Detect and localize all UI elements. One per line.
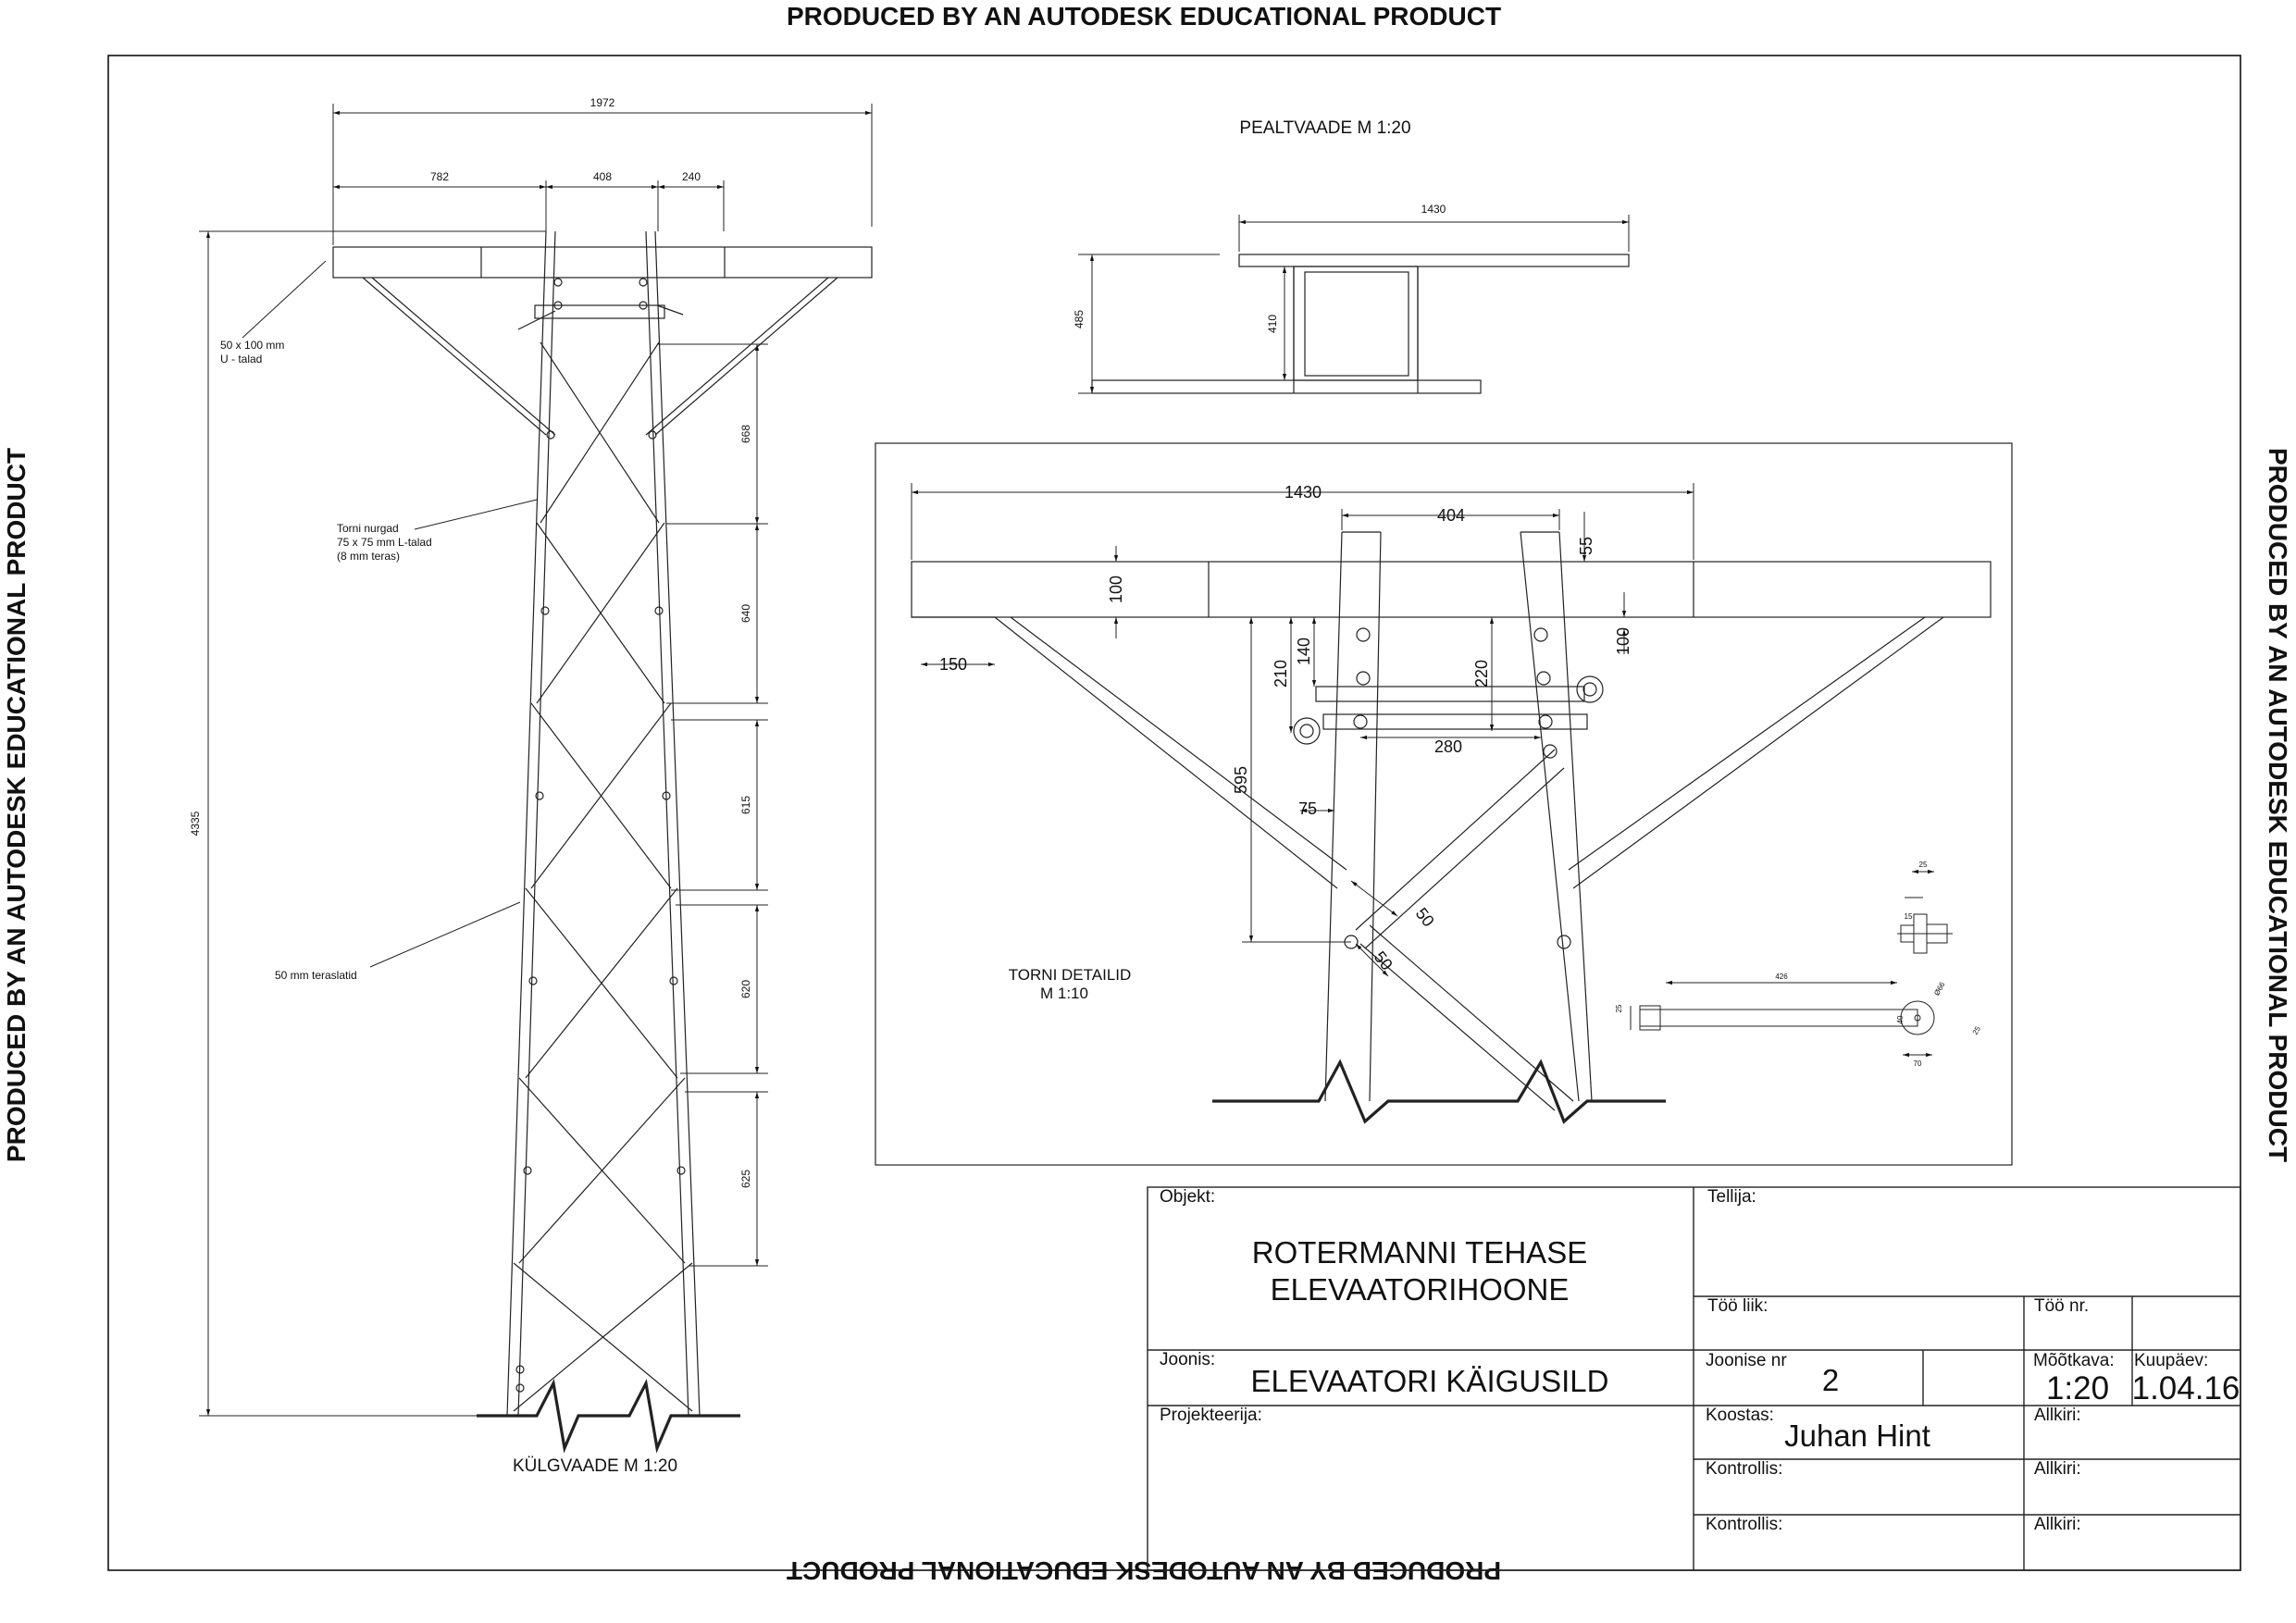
joonise-nr-label: Joonise nr bbox=[1706, 1351, 1787, 1370]
too-nr-label: Töö nr. bbox=[2034, 1296, 2089, 1316]
dim-50-a: 50 bbox=[1412, 904, 1438, 930]
mootkava-label: Mõõtkava: bbox=[2033, 1351, 2115, 1370]
side-view-dimensions bbox=[199, 104, 873, 1417]
dim-404: 404 bbox=[1437, 506, 1465, 525]
top-view-dimensions bbox=[1078, 215, 1630, 394]
bolt-dim-25a: 25 bbox=[1919, 861, 1928, 869]
objekt-line-2: ELEVAATORIHOONE bbox=[1271, 1272, 1570, 1307]
dim-50-b: 50 bbox=[1371, 948, 1396, 973]
allkiri-3-label: Allkiri: bbox=[2034, 1515, 2081, 1534]
note-beam-2: U - talad bbox=[220, 353, 262, 365]
allkiri-2-label: Allkiri: bbox=[2034, 1459, 2081, 1479]
dim-220: 220 bbox=[1472, 660, 1491, 688]
detail-view bbox=[911, 531, 1992, 1124]
joonis-value: ELEVAATORI KÄIGUSILD bbox=[1251, 1364, 1609, 1398]
detail-labels: 1430 404 55 100 100 150 210 140 220 280 … bbox=[939, 483, 1632, 1002]
side-bolt-holes bbox=[515, 278, 686, 1393]
watermark-left: PRODUCED BY AN AUTODESK EDUCATIONAL PROD… bbox=[2, 448, 31, 1162]
dim-100-right: 100 bbox=[1614, 627, 1632, 655]
allkiri-1-label: Allkiri: bbox=[2034, 1406, 2081, 1425]
too-liik-label: Töö liik: bbox=[1707, 1296, 1768, 1316]
dim-485: 485 bbox=[1073, 310, 1086, 328]
objekt-line-1: ROTERMANNI TEHASE bbox=[1252, 1235, 1587, 1270]
dim-280: 280 bbox=[1434, 737, 1462, 756]
joonis-label: Joonis: bbox=[1160, 1350, 1215, 1369]
joonise-nr-value: 2 bbox=[1822, 1363, 1839, 1397]
title-block-text: Objekt: ROTERMANNI TEHASE ELEVAATORIHOON… bbox=[1160, 1187, 2240, 1534]
bolt-rod bbox=[1639, 1009, 1918, 1027]
title-block bbox=[1147, 1186, 2241, 1571]
detail-leg-right bbox=[1520, 531, 1580, 1102]
detail-deck-beam bbox=[911, 561, 1992, 618]
koostas-label: Koostas: bbox=[1706, 1406, 1774, 1425]
bolt-dim-15: 15 bbox=[1905, 912, 1913, 921]
dim-1430-top: 1430 bbox=[1421, 203, 1446, 216]
detail-title-1: TORNI DETAILID bbox=[1009, 966, 1132, 984]
side-deck-beam bbox=[332, 246, 873, 279]
dim-1972: 1972 bbox=[590, 96, 615, 109]
detail-leg-left bbox=[1324, 531, 1343, 1102]
dim-210: 210 bbox=[1272, 660, 1290, 688]
dim-1430-detail: 1430 bbox=[1285, 483, 1322, 502]
dim-408: 408 bbox=[593, 170, 612, 183]
objekt-label: Objekt: bbox=[1160, 1187, 1215, 1207]
kontrollis-2-label: Kontrollis: bbox=[1706, 1515, 1782, 1534]
bolt-dim-426: 426 bbox=[1775, 973, 1788, 981]
side-bracing bbox=[513, 341, 693, 1412]
bolt-dim-66: Ø66 bbox=[1932, 980, 1947, 997]
dim-782: 782 bbox=[430, 170, 449, 183]
bolt-detail bbox=[1630, 869, 1953, 1058]
dim-625: 625 bbox=[739, 1170, 752, 1188]
side-leg-left-outer bbox=[506, 230, 547, 1417]
detail-frame bbox=[875, 442, 2013, 1166]
bolt-labels: 25 15 426 25 40 Ø66 70 25 bbox=[1615, 861, 1982, 1068]
dim-150: 150 bbox=[939, 655, 967, 674]
dim-4335: 4335 bbox=[189, 811, 202, 836]
top-box bbox=[1293, 266, 1419, 381]
dim-75: 75 bbox=[1298, 799, 1317, 818]
bolt-dim-25c: 25 bbox=[1971, 1024, 1983, 1036]
dim-55: 55 bbox=[1577, 537, 1595, 555]
kuupaev-value: 1.04.16 bbox=[2132, 1370, 2240, 1406]
dim-240: 240 bbox=[682, 170, 701, 183]
dim-620: 620 bbox=[739, 980, 752, 998]
bolt-dim-25b: 25 bbox=[1615, 1004, 1623, 1012]
top-view-labels: PEALTVAADE M 1:20 1430 485 410 bbox=[1073, 118, 1446, 333]
bolt-dim-70: 70 bbox=[1914, 1059, 1922, 1068]
top-view-title: PEALTVAADE M 1:20 bbox=[1239, 118, 1410, 138]
mootkava-value: 1:20 bbox=[2046, 1370, 2109, 1406]
koostas-value: Juhan Hint bbox=[1784, 1419, 1930, 1453]
side-view bbox=[332, 230, 873, 1454]
dim-640: 640 bbox=[739, 604, 752, 623]
kontrollis-1-label: Kontrollis: bbox=[1706, 1459, 1782, 1479]
watermark-top: PRODUCED BY AN AUTODESK EDUCATIONAL PROD… bbox=[787, 2, 1501, 31]
note-beam-1: 50 x 100 mm bbox=[220, 339, 284, 352]
dim-100-left: 100 bbox=[1107, 576, 1125, 603]
bolt-dim-40: 40 bbox=[1896, 1015, 1905, 1023]
note-corner-2: 75 x 75 mm L-talad bbox=[337, 536, 432, 549]
detail-ground-line bbox=[1212, 1059, 1666, 1124]
watermark-right: PRODUCED BY AN AUTODESK EDUCATIONAL PROD… bbox=[2264, 448, 2292, 1162]
tellija-label: Tellija: bbox=[1707, 1187, 1756, 1207]
top-beam-upper bbox=[1238, 254, 1630, 267]
top-beam-lower bbox=[1091, 379, 1482, 394]
detail-title-2: M 1:10 bbox=[1040, 985, 1088, 1002]
side-ground-line bbox=[477, 1379, 740, 1454]
note-corner-1: Torni nurgad bbox=[337, 522, 399, 535]
dim-595: 595 bbox=[1232, 766, 1250, 794]
dim-615: 615 bbox=[739, 796, 752, 814]
dim-668: 668 bbox=[739, 425, 752, 443]
drawing-border bbox=[107, 55, 2241, 1571]
dim-140: 140 bbox=[1295, 638, 1313, 665]
top-view bbox=[1091, 254, 1630, 394]
detail-dimensions bbox=[911, 483, 1694, 977]
kuupaev-label: Kuupäev: bbox=[2134, 1351, 2208, 1370]
side-view-labels: 1972 782 408 240 4335 668 640 615 620 62… bbox=[189, 96, 752, 1476]
note-corner-3: (8 mm teras) bbox=[337, 550, 400, 563]
dim-410: 410 bbox=[1266, 315, 1279, 333]
side-view-title: KÜLGVAADE M 1:20 bbox=[513, 1456, 677, 1476]
projekteerija-label: Projekteerija: bbox=[1160, 1406, 1262, 1425]
note-bars: 50 mm teraslatid bbox=[275, 969, 357, 982]
